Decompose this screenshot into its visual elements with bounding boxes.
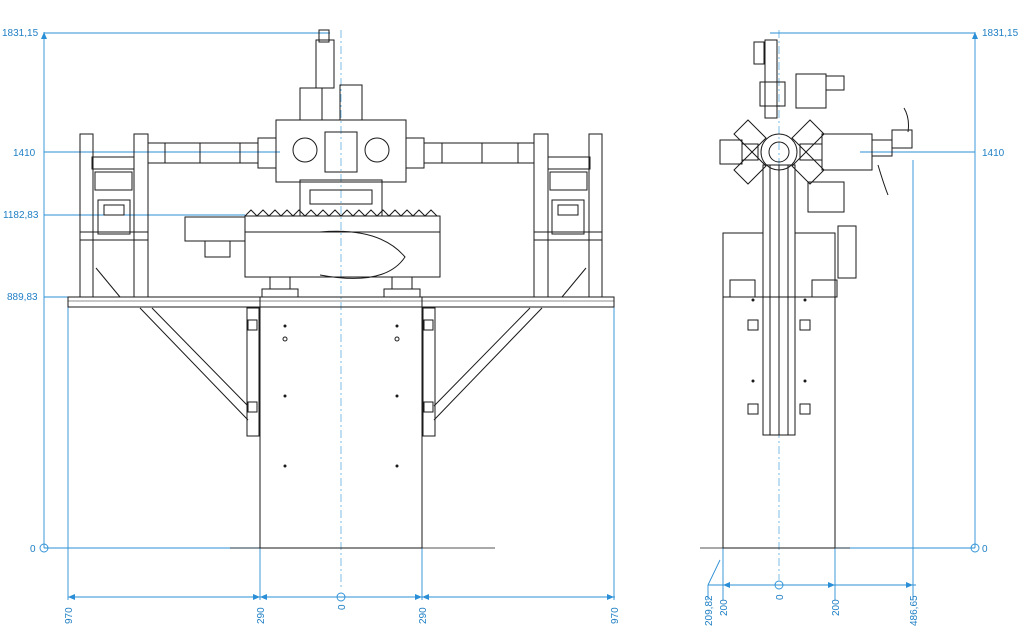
front-width-label-0: 0 (337, 604, 348, 610)
front-height-label-1831: 1831,15 (2, 28, 39, 39)
side-height-label-1831: 1831,15 (982, 28, 1019, 39)
front-height-label-1410: 1410 (13, 148, 36, 159)
front-width-label-290-left: 290 (256, 607, 267, 624)
side-width-label-209: 209,82 (704, 595, 715, 626)
side-width-label-0: 0 (775, 594, 786, 600)
front-width-label-970-right: 970 (610, 607, 621, 624)
front-width-label-290-right: 290 (418, 607, 429, 624)
side-height-label-0: 0 (982, 544, 988, 555)
side-width-label-200-left: 200 (719, 599, 730, 616)
front-height-label-1182: 1182,83 (3, 210, 39, 221)
side-width-label-486: 486,65 (909, 595, 920, 626)
front-width-label-970-left: 970 (64, 607, 75, 624)
front-height-label-0: 0 (30, 544, 36, 555)
front-height-label-889: 889,83 (7, 292, 38, 303)
side-height-label-1410: 1410 (982, 148, 1005, 159)
front-view: 1831,15 1410 1182,83 889,83 0 970 290 0 … (2, 28, 621, 624)
side-view: 1831,15 1410 0 209,82 200 0 200 486,65 (700, 28, 1019, 626)
side-width-label-200-right: 200 (831, 599, 842, 616)
